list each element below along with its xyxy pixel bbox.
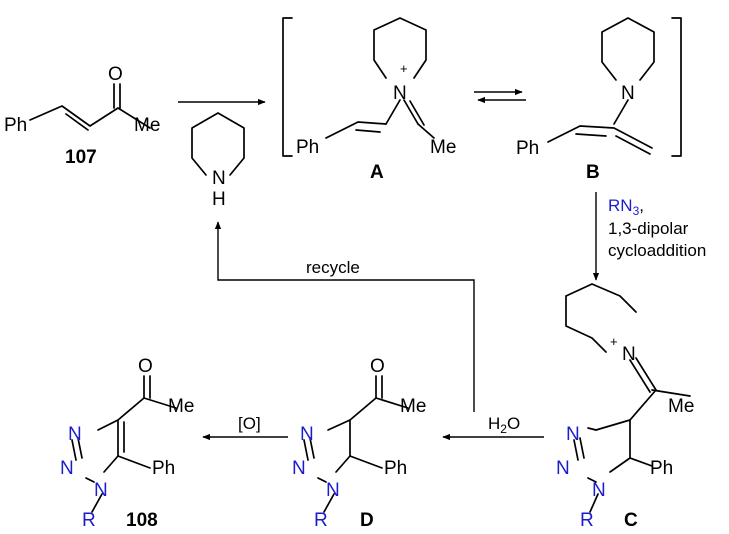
triazole-product-108: O Me N N N R Ph 108 (60, 356, 194, 531)
oxidant-label: [O] (238, 414, 261, 433)
triazoline-n1-label: N (326, 480, 340, 501)
plus-charge: + (610, 334, 618, 349)
phenyl-label: Ph (4, 115, 27, 136)
condition-line-2: cycloaddition (608, 241, 706, 260)
triazole-n3-label: N (68, 424, 82, 445)
bond (323, 493, 335, 513)
methyl-label: Me (668, 396, 694, 417)
iminium-nitrogen-label: N (622, 344, 636, 365)
oxygen-label: O (108, 64, 123, 85)
intermediate-a-label: A (370, 162, 384, 183)
nitrogen-label: N (621, 83, 635, 104)
r-group-label: R (580, 510, 594, 531)
bond (303, 437, 315, 461)
bond (601, 17, 655, 81)
compound-107: Ph O Me 107 (4, 64, 160, 168)
bond (117, 455, 151, 469)
bond (113, 83, 121, 109)
phenyl-label: Ph (152, 458, 175, 479)
bond (375, 397, 409, 409)
triazoline-n3-label: N (300, 424, 314, 445)
methyl-label: Me (168, 396, 194, 417)
bond (615, 135, 651, 155)
bond (409, 100, 425, 126)
nitrogen-label: N (393, 83, 407, 104)
methyl-label: Me (134, 115, 160, 136)
bond (317, 477, 327, 483)
r-group-label: R (82, 510, 96, 531)
bond (613, 99, 629, 125)
bond (335, 419, 351, 473)
water-label: H2O (488, 414, 520, 436)
triazole-n2-label: N (60, 458, 74, 479)
enamine-intermediate-b: N Ph B (516, 17, 655, 183)
compound-108-label: 108 (126, 510, 158, 531)
bond (547, 125, 653, 149)
methyl-label: Me (400, 396, 426, 417)
phenyl-label: Ph (516, 138, 539, 159)
bond (191, 112, 245, 176)
bond (373, 17, 427, 79)
triazoline-n2-label: N (556, 458, 570, 479)
bond (595, 389, 657, 431)
bond (143, 397, 177, 409)
r-group-label: R (314, 510, 328, 531)
azide-reagent: RN3, (608, 196, 644, 218)
phenyl-label: Ph (650, 458, 673, 479)
bond (629, 457, 653, 467)
bond (349, 455, 383, 469)
intermediate-d-label: D (360, 510, 374, 531)
oxygen-label: O (370, 356, 385, 377)
bond (91, 493, 103, 513)
bond (29, 105, 151, 129)
bond (65, 113, 89, 131)
bond (325, 121, 387, 139)
nitrogen-label: N (212, 168, 226, 189)
iminium-intermediate-a: N + Ph Me A (296, 17, 456, 183)
bond (327, 419, 351, 431)
triazoline-n3-label: N (566, 424, 580, 445)
oxygen-label: O (138, 356, 153, 377)
bond (587, 477, 597, 483)
bond (417, 123, 435, 139)
triazoline-intermediate-c: N + Me N N N R Ph C (556, 283, 694, 531)
bond (587, 427, 597, 431)
bond (355, 129, 381, 133)
plus-charge: + (400, 61, 408, 76)
hydrogen-label: H (212, 189, 226, 210)
bond (385, 99, 419, 125)
bond (85, 477, 95, 483)
triazoline-intermediate-d: O Me N N N R Ph D (292, 356, 426, 531)
phenyl-label: Ph (384, 458, 407, 479)
intermediate-c-label: C (624, 510, 638, 531)
bond (103, 419, 125, 473)
phenyl-label: Ph (296, 137, 319, 158)
left-bracket (282, 17, 293, 157)
compound-107-label: 107 (65, 147, 97, 168)
triazoline-n2-label: N (292, 458, 306, 479)
bond (71, 437, 83, 461)
recycle-label: recycle (306, 258, 360, 277)
bond (651, 389, 691, 397)
bond (97, 419, 119, 431)
right-bracket (671, 17, 682, 157)
bond (589, 493, 599, 513)
bond (573, 437, 585, 461)
intermediate-b-label: B (586, 162, 600, 183)
bond (629, 357, 657, 393)
bond (609, 419, 631, 473)
bond (575, 133, 607, 137)
triazoline-n1-label: N (592, 480, 606, 501)
piperidine: N H (191, 112, 245, 210)
triazole-n1-label: N (94, 480, 108, 501)
bond (565, 283, 637, 353)
methyl-label: Me (430, 137, 456, 158)
recycle-arrow (214, 221, 475, 412)
condition-line-1: 1,3-dipolar (608, 219, 689, 238)
